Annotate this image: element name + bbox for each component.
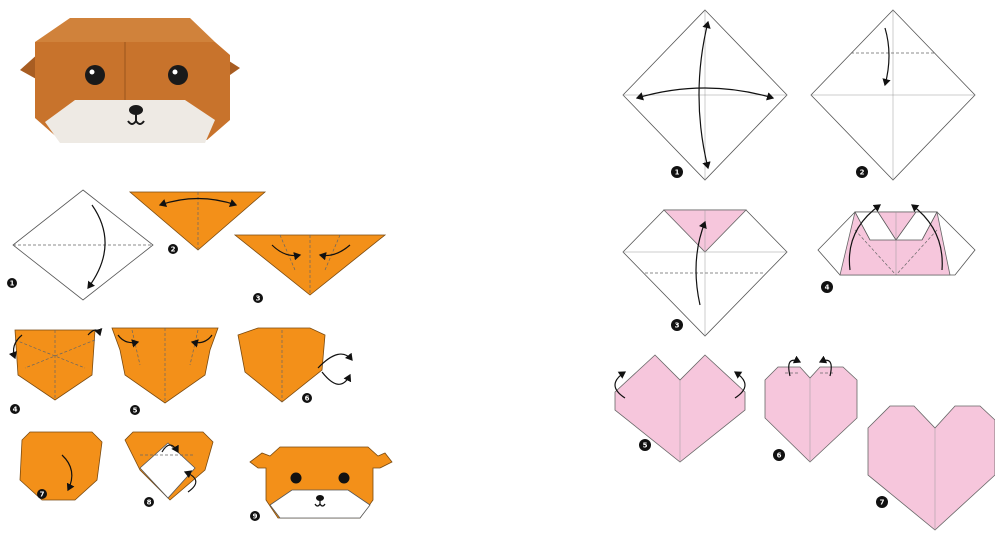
heart-step-7-number: 7 [880, 499, 885, 507]
dog-step-1-number: 1 [10, 280, 15, 288]
dog-step-2-number: 2 [171, 246, 176, 254]
dog-step-1: 1 [7, 190, 153, 300]
dog-step-8-number: 8 [147, 499, 152, 507]
dog-step-5: 5 [112, 328, 218, 415]
dog-step-9: 9 [250, 447, 392, 521]
dog-step-6-number: 6 [305, 395, 310, 403]
dog-eye-right [168, 65, 188, 85]
dog-step-8: 8 [125, 432, 213, 507]
heart-step-3-number: 3 [675, 322, 680, 330]
heart-step-5: 5 [615, 355, 745, 462]
dog-step-4: 4 [10, 330, 100, 414]
dog-step-7: 7 [20, 432, 102, 500]
heart-step-4-number: 4 [825, 284, 830, 292]
heart-step-3: 3 [623, 210, 787, 336]
heart-step-5-number: 5 [643, 442, 648, 450]
dog-step-4-number: 4 [13, 406, 18, 414]
heart-step-6: 6 [765, 360, 857, 462]
dog-finished-photo [20, 18, 240, 143]
heart-step-6-number: 6 [777, 452, 782, 460]
dog-step-3: 3 [235, 235, 385, 303]
dog-step-9-number: 9 [253, 513, 258, 521]
dog-step-5-number: 5 [133, 407, 138, 415]
dog-nose [129, 105, 143, 115]
heart-step-7: 7 [868, 406, 995, 530]
heart-step-1: 1 [623, 10, 787, 180]
dog-step-7-number: 7 [40, 491, 45, 499]
heart-step-2: 2 [811, 10, 975, 180]
heart-step-2-number: 2 [860, 169, 865, 177]
dog-step-3-number: 3 [256, 295, 261, 303]
heart-step-1-number: 1 [675, 169, 680, 177]
heart-step-4: 4 [818, 205, 975, 293]
dog-step-6: 6 [238, 328, 352, 403]
dog-eye-left [85, 65, 105, 85]
